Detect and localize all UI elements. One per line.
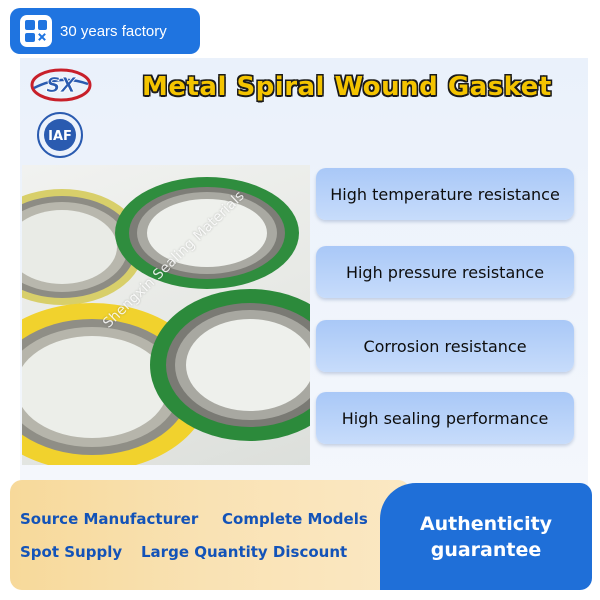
feature-high-temperature: High temperature resistance	[316, 168, 574, 220]
iaf-logo: IAF	[37, 112, 83, 158]
authenticity-line-2: guarantee	[430, 538, 542, 561]
feature-high-pressure: High pressure resistance	[316, 246, 574, 298]
page-title: Metal Spiral Wound Gasket	[142, 72, 552, 102]
badge-label: 30 years factory	[60, 22, 167, 40]
benefit-quantity-discount: Large Quantity Discount	[141, 543, 348, 561]
benefits-banner	[10, 480, 410, 590]
feature-corrosion: Corrosion resistance	[316, 320, 574, 372]
gasket-green-right	[150, 289, 310, 441]
benefit-spot-supply: Spot Supply	[20, 543, 123, 561]
gasket-back-left	[22, 189, 144, 305]
benefit-source-manufacturer: Source Manufacturer	[20, 510, 199, 528]
authenticity-line-1: Authenticity	[419, 512, 553, 535]
gasket-green-top	[115, 177, 299, 289]
product-photo	[22, 165, 310, 465]
sx-logo: SX	[30, 68, 92, 102]
benefit-complete-models: Complete Models	[222, 510, 368, 528]
authenticity-badge: Authenticity guarantee	[380, 483, 592, 590]
iaf-logo-text: IAF	[48, 129, 72, 144]
apps-grid-icon	[20, 15, 52, 47]
sx-logo-text: SX	[46, 73, 77, 97]
factory-badge: 30 years factory	[10, 8, 200, 54]
feature-sealing: High sealing performance	[316, 392, 574, 444]
